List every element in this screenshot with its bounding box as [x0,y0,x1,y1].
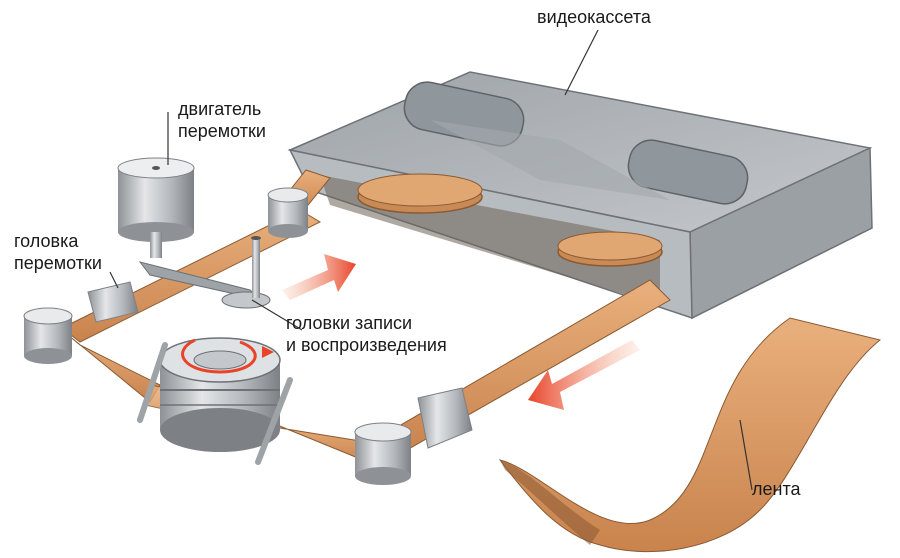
guide-roller-left [23,307,73,364]
guide-block-bottom [417,387,473,449]
tape-direction-arrow-left [528,340,640,410]
rewind-motor [117,157,271,309]
label-rewind-head: головка перемотки [14,230,102,274]
label-rewind-motor: двигатель перемотки [178,98,266,142]
label-rewind-motor-line1: двигатель [178,99,262,119]
guide-roller-bottom [354,422,412,485]
videocassette [287,71,873,320]
label-rewind-head-line2: перемотки [14,253,102,273]
tape-ribbon [498,317,882,553]
guide-roller-top [267,187,309,238]
label-videocassette: видеокассета [537,7,651,27]
head-drum [137,337,293,465]
label-record-play-heads: головки записи и воспроизведения [286,312,447,356]
label-rewind-motor-line2: перемотки [178,121,266,141]
label-tape: лента [752,479,801,499]
label-rewind-head-line1: головка [14,231,79,251]
tape-direction-arrow-right [282,254,356,300]
leader-lines [109,29,753,491]
label-record-play-heads-line1: головки записи [286,313,413,333]
label-record-play-heads-line2: и воспроизведения [286,335,447,355]
